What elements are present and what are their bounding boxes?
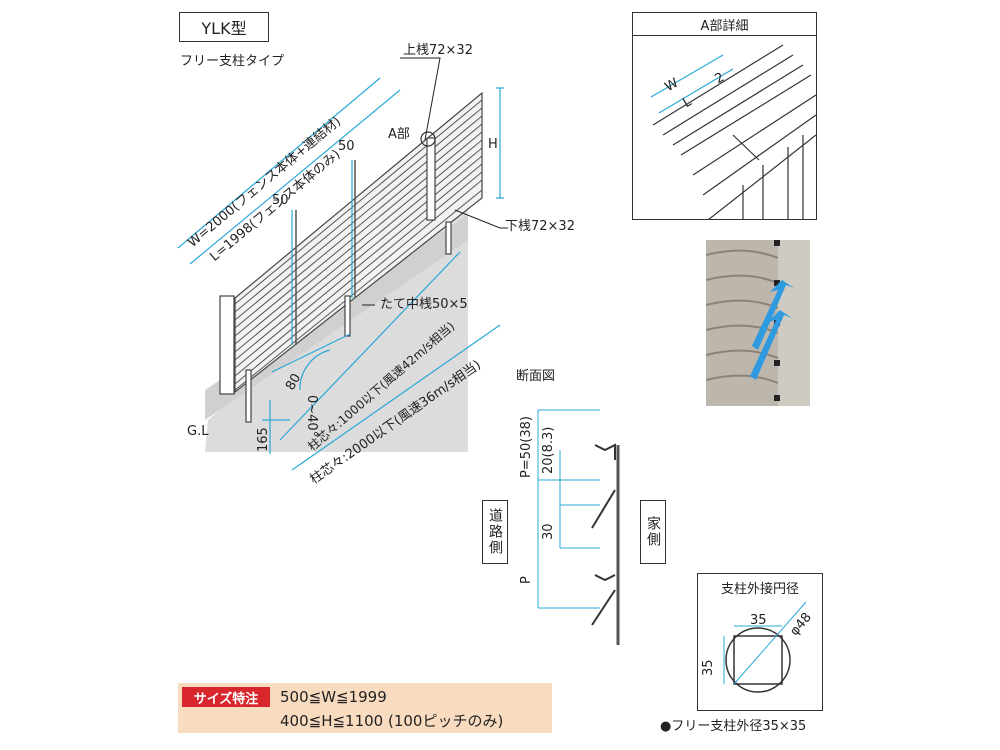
section-dim-30: 30: [541, 523, 556, 540]
section-drawing: [537, 409, 620, 645]
mid-post: [426, 137, 436, 221]
post-drawing: [723, 601, 807, 693]
leg-2: [344, 295, 351, 337]
left-post: [219, 295, 235, 395]
part-a-label: A部: [388, 127, 410, 142]
model-label: YLK型: [201, 19, 247, 38]
detail-a-title: A部詳細: [633, 13, 816, 36]
leg-3: [445, 221, 452, 255]
section-dim-20: 20(8.3): [541, 426, 556, 474]
post-note: ●フリー支柱外径35×35: [660, 719, 807, 734]
road-side-label: 道路側: [487, 508, 503, 556]
size-spec-badge: サイズ特注: [182, 687, 270, 707]
vertical-mid-label: たて中桟50×5: [380, 297, 468, 312]
dim-50-a: 50: [338, 139, 355, 154]
angle-label: 0~40°: [304, 395, 319, 438]
type-subtitle: フリー支柱タイプ: [180, 54, 285, 69]
post-dim-h: 35: [701, 659, 716, 676]
post-title: 支柱外接円径: [720, 582, 799, 597]
dim-165-label: 165: [256, 427, 271, 452]
size-spec-width: 500≦W≦1999: [280, 688, 387, 706]
leg-1: [245, 369, 252, 423]
louver-photo: [706, 240, 810, 406]
detail-a-drawing: [650, 44, 816, 219]
road-side-box: 道路側: [482, 500, 508, 564]
size-spec-height: 400≦H≦1100 (100ピッチのみ): [280, 712, 504, 730]
bottom-rail-label: 下桟72×32: [505, 219, 575, 234]
gl-label: G.L: [187, 424, 209, 439]
house-side-box: 家側: [640, 500, 666, 564]
detail-a-box: A部詳細 W L 2: [632, 12, 817, 220]
part-a-circle: [420, 131, 436, 147]
height-label: H: [488, 137, 498, 152]
dim-50-b: 50: [272, 193, 289, 208]
post-dim-w: 35: [750, 613, 767, 628]
top-rail-label: 上桟72×32: [403, 43, 473, 58]
post-box: 支柱外接円径 35 35 φ48: [697, 573, 823, 711]
section-p-top: P=50(38): [519, 416, 534, 478]
model-title: YLK型: [179, 12, 269, 42]
ground-surface: [205, 215, 468, 420]
house-side-label: 家側: [645, 516, 661, 548]
section-title: 断面図: [516, 369, 556, 384]
section-p-bottom: P: [519, 576, 534, 584]
